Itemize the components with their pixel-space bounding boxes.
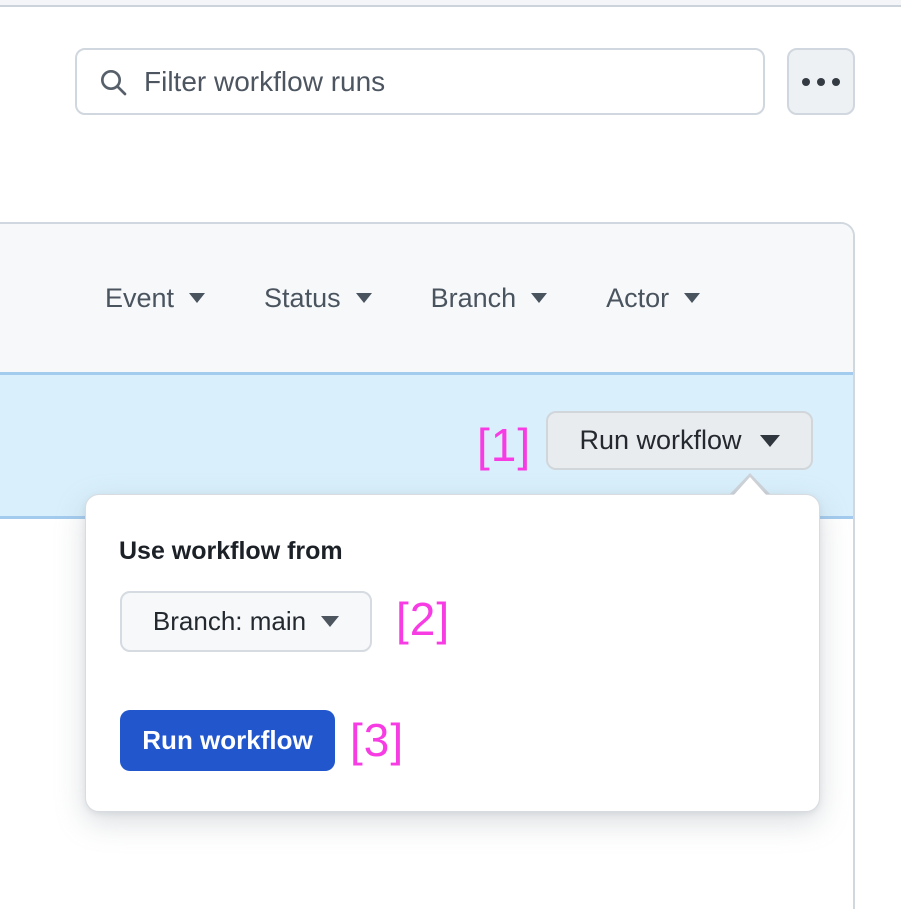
- branch-select-button[interactable]: Branch: main: [120, 591, 372, 652]
- more-options-button[interactable]: [787, 48, 855, 115]
- chevron-down-icon: [759, 434, 780, 447]
- run-workflow-dropdown-panel: Use workflow from Branch: main [2] Run w…: [85, 494, 820, 812]
- branch-select-label: Branch: main: [152, 606, 307, 636]
- som-annotation-3: [3]: [350, 714, 405, 766]
- run-workflow-submit-button[interactable]: Run workflow: [120, 710, 335, 771]
- kebab-dot-icon: [817, 77, 825, 86]
- chevron-down-icon: [321, 616, 340, 627]
- chevron-down-icon: [531, 293, 548, 303]
- filter-branch-dropdown[interactable]: Branch: [431, 283, 548, 314]
- workflow-runs-search[interactable]: [75, 48, 765, 115]
- filter-event-dropdown[interactable]: Event: [105, 282, 206, 314]
- filter-status-dropdown[interactable]: Status: [264, 283, 372, 314]
- som-annotation-1: [1]: [477, 419, 532, 471]
- run-workflow-submit-label: Run workflow: [142, 725, 313, 755]
- chevron-down-icon: [189, 293, 206, 303]
- chevron-down-icon: [684, 293, 701, 303]
- filter-actor-label: Actor: [606, 282, 670, 313]
- kebab-dot-icon: [832, 77, 840, 86]
- dropdown-caret-icon: [733, 477, 767, 496]
- run-workflow-dropdown-label: Run workflow: [579, 425, 742, 455]
- kebab-dot-icon: [802, 77, 810, 86]
- filter-status-label: Status: [264, 282, 341, 313]
- chevron-down-icon: [355, 293, 372, 303]
- som-annotation-2: [2]: [396, 593, 451, 645]
- run-workflow-dropdown-button[interactable]: Run workflow: [546, 411, 813, 470]
- use-workflow-from-heading: Use workflow from: [119, 537, 343, 565]
- filter-event-label: Event: [105, 282, 175, 313]
- filter-branch-label: Branch: [430, 282, 517, 313]
- top-banner: [0, 0, 901, 7]
- filter-actor-dropdown[interactable]: Actor: [606, 282, 701, 314]
- runs-filter-bar: Event Status Branch Actor: [0, 224, 853, 372]
- search-icon: [101, 69, 127, 95]
- search-input[interactable]: [144, 65, 743, 98]
